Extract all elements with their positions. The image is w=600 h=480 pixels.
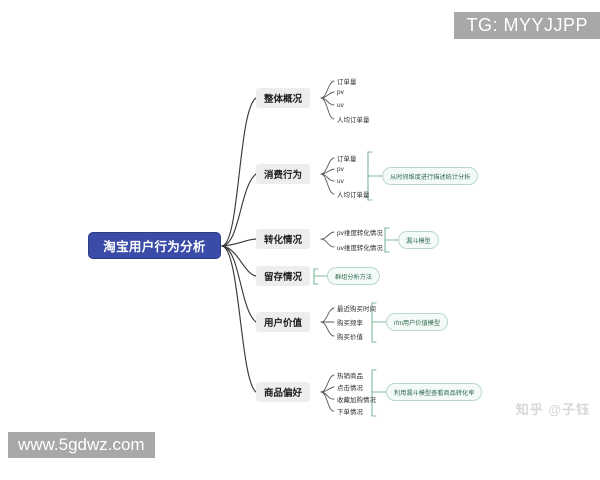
branch-node-2[interactable]: 消费行为	[256, 164, 311, 184]
leaf-node-3-2[interactable]: uv维度转化情况	[337, 241, 383, 253]
leaf-node-5-1[interactable]: 最近购买时间	[337, 302, 376, 314]
leaf-node-6-2[interactable]: 点击情况	[337, 381, 363, 393]
leaf-node-6-3-label: 收藏加购情况	[337, 396, 376, 404]
note-box-6-label: 利用漏斗模型查看商品转化率	[394, 389, 475, 397]
zhihu-watermark-label: 知乎 @子钰	[515, 402, 590, 417]
branch-node-5-label: 用户价值	[264, 318, 303, 329]
leaf-node-2-1-label: 订单量	[337, 155, 357, 163]
note-box-4-label: 群组分析方法	[335, 273, 373, 281]
note-box-3-label: 漏斗模型	[406, 237, 431, 245]
leaf-node-1-1[interactable]: 订单量	[337, 75, 356, 87]
leaf-node-5-2[interactable]: 购买频率	[337, 316, 363, 328]
root-node-label: 淘宝用户行为分析	[103, 240, 206, 254]
leaf-node-6-1-label: 热销商品	[337, 372, 363, 380]
leaf-node-1-4-label: 人均订单量	[337, 116, 370, 124]
leaf-node-6-4-label: 下单情况	[337, 408, 363, 416]
branch-node-4-label: 留存情况	[264, 272, 303, 283]
note-box-2[interactable]: 从时间维度进行描述统计分析	[382, 167, 479, 185]
branch-node-5[interactable]: 用户价值	[256, 312, 311, 332]
branch-node-3[interactable]: 转化情况	[256, 229, 311, 249]
branch-node-2-label: 消费行为	[264, 170, 303, 181]
leaf-node-1-4[interactable]: 人均订单量	[337, 113, 369, 125]
root-node[interactable]: 淘宝用户行为分析	[88, 232, 221, 259]
leaf-node-5-3[interactable]: 购买价值	[337, 330, 363, 342]
leaf-node-2-3-label: uv	[337, 177, 344, 185]
note-box-3[interactable]: 漏斗模型	[398, 231, 439, 249]
leaf-node-2-3[interactable]: uv	[337, 175, 344, 187]
leaf-node-2-4-label: 人均订单量	[337, 191, 370, 199]
leaf-node-1-2-label: pv	[337, 88, 344, 96]
branch-node-4[interactable]: 留存情况	[256, 266, 311, 286]
branch-node-6[interactable]: 商品偏好	[256, 382, 311, 402]
leaf-node-6-1[interactable]: 热销商品	[337, 369, 363, 381]
leaf-node-3-2-label: uv维度转化情况	[337, 244, 383, 252]
note-box-2-label: 从时间维度进行描述统计分析	[390, 173, 471, 181]
leaf-node-1-3-label: uv	[337, 101, 344, 109]
leaf-node-1-1-label: 订单量	[337, 78, 357, 86]
site-watermark: www.5gdwz.com	[8, 432, 155, 458]
branch-node-1[interactable]: 整体概况	[256, 88, 311, 108]
site-watermark-label: www.5gdwz.com	[18, 435, 145, 454]
leaf-node-3-1-label: pv维度转化情况	[337, 229, 383, 237]
note-box-5[interactable]: rfm用户价值模型	[386, 313, 449, 331]
leaf-node-2-1[interactable]: 订单量	[337, 152, 356, 164]
branch-node-3-label: 转化情况	[264, 235, 303, 246]
leaf-node-5-1-label: 最近购买时间	[337, 305, 376, 313]
leaf-node-1-3[interactable]: uv	[337, 99, 344, 111]
note-box-5-label: rfm用户价值模型	[394, 319, 441, 327]
branch-node-6-label: 商品偏好	[264, 388, 303, 399]
leaf-node-2-4[interactable]: 人均订单量	[337, 188, 369, 200]
leaf-node-2-2-label: pv	[337, 165, 344, 173]
leaf-node-6-3[interactable]: 收藏加购情况	[337, 393, 376, 405]
leaf-node-3-1[interactable]: pv维度转化情况	[337, 226, 383, 238]
leaf-node-6-2-label: 点击情况	[337, 384, 363, 392]
zhihu-watermark: 知乎 @子钰	[516, 399, 590, 418]
leaf-node-5-3-label: 购买价值	[337, 333, 363, 341]
note-box-4[interactable]: 群组分析方法	[327, 267, 381, 285]
leaf-node-2-2[interactable]: pv	[337, 163, 344, 175]
leaf-node-1-2[interactable]: pv	[337, 86, 344, 98]
leaf-node-6-4[interactable]: 下单情况	[337, 405, 363, 417]
telegram-watermark-label: TG: MYYJJPP	[466, 15, 588, 35]
branch-node-1-label: 整体概况	[264, 94, 303, 105]
telegram-watermark: TG: MYYJJPP	[454, 12, 600, 39]
note-box-6[interactable]: 利用漏斗模型查看商品转化率	[386, 383, 483, 401]
leaf-node-5-2-label: 购买频率	[337, 319, 363, 327]
